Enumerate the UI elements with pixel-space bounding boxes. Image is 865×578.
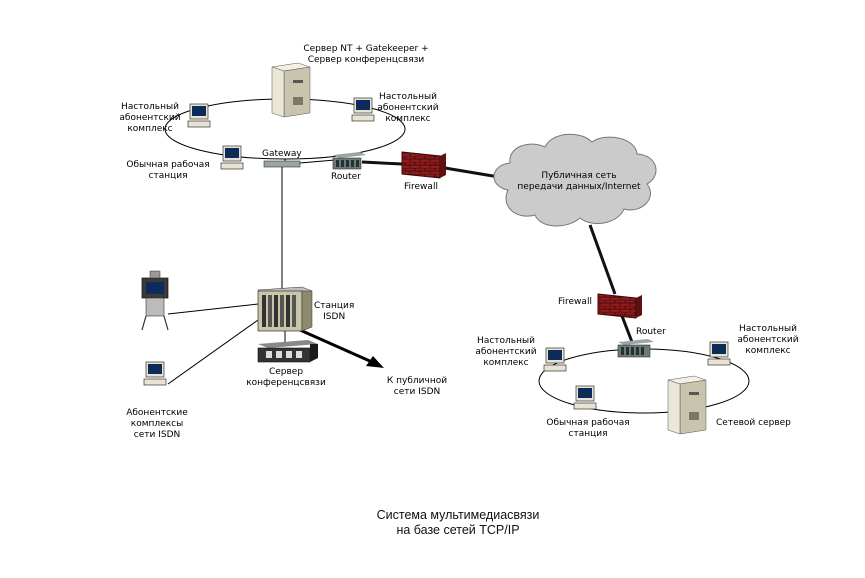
lan2-ring (538, 348, 750, 414)
label-line: Абонентские (126, 408, 188, 418)
label-line: ISDN (323, 312, 346, 322)
isdn-subscribers-label: Абонентские комплексы сети ISDN (112, 408, 202, 441)
computer-icon (707, 341, 731, 366)
gateway-to-router-link (299, 159, 336, 164)
computer-icon (187, 103, 211, 128)
label-line: К публичной (386, 376, 448, 386)
label-line: станция (148, 171, 188, 181)
computer-icon (220, 145, 244, 170)
label-line: комплекс (745, 346, 791, 356)
label-line: Сервер (268, 367, 304, 377)
label-line: абонентский (475, 347, 537, 357)
lan2-firewall-label: Firewall (558, 297, 592, 307)
conference-server-icon (257, 340, 318, 363)
isdn-station-icon (257, 286, 313, 332)
public-isdn-label: К публичной сети ISDN (372, 376, 462, 398)
firewall-icon (597, 293, 642, 319)
public-isdn-arrow (299, 328, 373, 364)
label-line: Настольный (477, 336, 535, 346)
lan1-firewall-label: Firewall (404, 182, 438, 192)
label-line: абонентский (119, 113, 181, 123)
diagram-caption: Система мультимедиасвязи на базе сетей T… (338, 508, 578, 538)
server-tower-icon (271, 62, 311, 118)
lan2-workstation-label: Обычная рабочая станция (538, 418, 638, 440)
lan1-server-label: Сервер NT + Gatekeeper + Сервер конферен… (296, 44, 436, 66)
lan1-workstation-label: Обычная рабочая станция (118, 160, 218, 182)
isdn-conf-server-label: Сервер конференцсвязи (236, 367, 336, 389)
label-line: Настольный (379, 92, 437, 102)
public-isdn-arrowhead (366, 356, 384, 368)
label-line: абонентский (377, 103, 439, 113)
server-tower-icon (667, 375, 707, 435)
label-line: Станция (314, 301, 355, 311)
label-line: Обычная рабочая (126, 160, 210, 170)
label-line: передачи данных/Internet (517, 182, 641, 192)
cloud-firewall2-link (588, 224, 617, 295)
isdn-subscriber-link (167, 319, 259, 385)
label-line: абонентский (737, 335, 799, 345)
label-line: Настольный (739, 324, 797, 334)
label-line: комплекс (127, 124, 173, 134)
label-line: сети ISDN (393, 387, 441, 397)
computer-icon (573, 385, 597, 410)
router-icon (617, 339, 654, 358)
caption-line: Система мультимедиасвязи (376, 508, 540, 522)
label-line: станция (568, 429, 608, 439)
computer-icon (143, 361, 167, 386)
label-line: комплекс (385, 114, 431, 124)
gateway-label: Gateway (262, 149, 302, 159)
label-line: конференцсвязи (246, 378, 326, 388)
cloud-shape (493, 133, 657, 227)
label-line: Сервер NT + Gatekeeper + (303, 44, 429, 54)
label-line: Сервер конференцсвязи (307, 55, 425, 65)
label-line: Настольный (121, 102, 179, 112)
isdn-video-link (167, 303, 259, 315)
lan2-desktop-left-label: Настольный абонентский комплекс (466, 336, 546, 369)
cloud-label: Публичная сеть передачи данных/Internet (504, 171, 654, 193)
label-line: комплексы (130, 419, 184, 429)
lan1-router-label: Router (331, 172, 361, 182)
isdn-station-label: Станция ISDN (314, 301, 354, 323)
video-terminal-icon (141, 270, 169, 331)
computer-icon (543, 347, 567, 372)
caption-line: на базе сетей TCP/IP (396, 523, 520, 537)
label-line: комплекс (483, 358, 529, 368)
router-firewall-link (361, 160, 403, 166)
gateway-icon (263, 160, 301, 168)
firewall2-router2-link (620, 315, 634, 343)
lan2-desktop-right-label: Настольный абонентский комплекс (728, 324, 808, 357)
computer-icon (351, 97, 375, 122)
lan1-desktop-right-label: Настольный абонентский комплекс (368, 92, 448, 125)
label-line: Обычная рабочая (546, 418, 630, 428)
lan2-router-label: Router (636, 327, 666, 337)
firewall-icon (401, 151, 446, 179)
label-line: сети ISDN (133, 430, 181, 440)
lan1-desktop-left-label: Настольный абонентский комплекс (110, 102, 190, 135)
router-icon (332, 152, 366, 170)
lan2-server-label: Сетевой сервер (716, 418, 791, 428)
label-line: Публичная сеть (541, 171, 617, 181)
